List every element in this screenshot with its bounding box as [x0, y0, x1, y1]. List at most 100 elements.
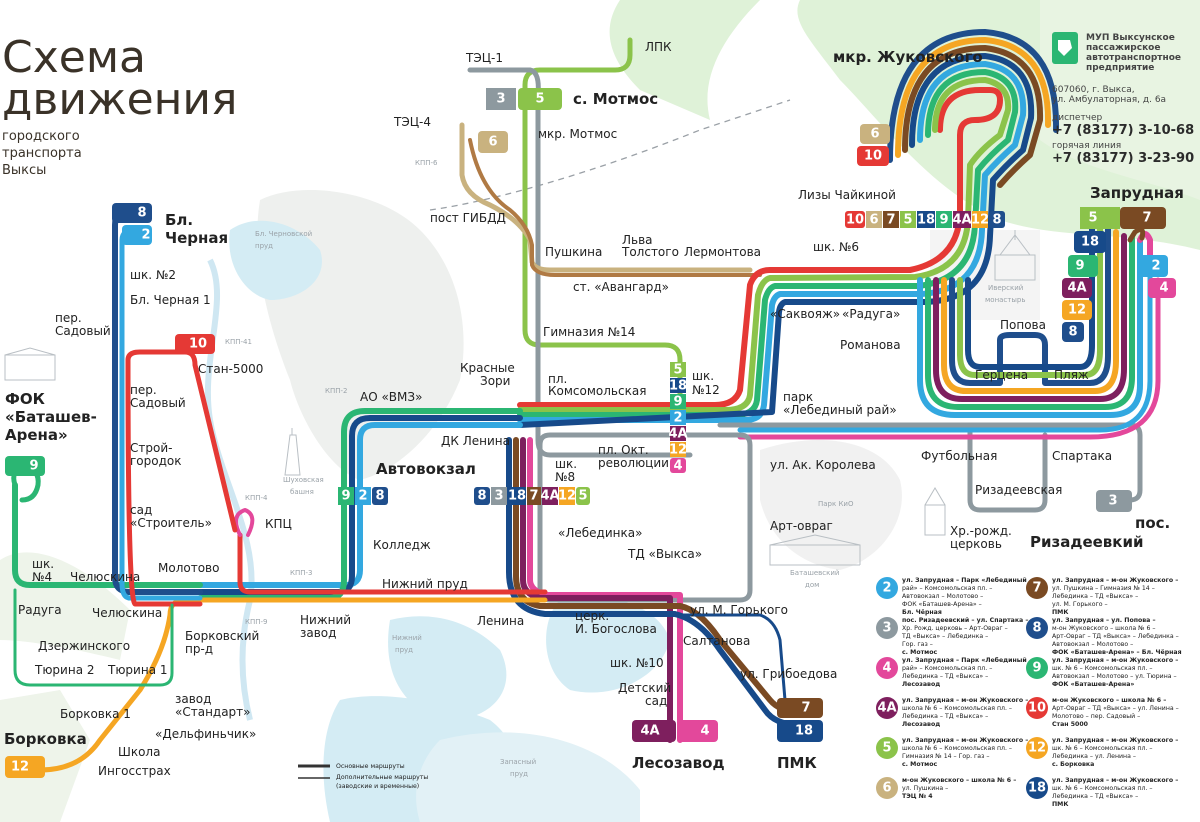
- stop-label[interactable]: сад: [645, 694, 667, 708]
- route-badge[interactable]: [972, 211, 988, 228]
- stop-label[interactable]: церковь: [950, 537, 1002, 551]
- stop-label[interactable]: парк: [783, 390, 813, 404]
- route-badge[interactable]: [917, 211, 935, 228]
- stop-label[interactable]: Лесозавод: [632, 754, 725, 772]
- route-badge[interactable]: [670, 426, 686, 441]
- stop-label[interactable]: №4: [32, 570, 52, 584]
- route-badge[interactable]: [1148, 278, 1176, 298]
- stop-label[interactable]: Арена»: [5, 426, 68, 444]
- stop-label[interactable]: Ленина: [477, 614, 524, 628]
- route-badge[interactable]: [670, 458, 686, 473]
- route-badge[interactable]: [1062, 300, 1092, 320]
- stop-label[interactable]: «Строитель»: [130, 516, 212, 530]
- route-badge[interactable]: [989, 211, 1005, 228]
- route-badge[interactable]: [670, 362, 686, 377]
- stop-label[interactable]: «Лебединка»: [558, 526, 642, 540]
- stop-label[interactable]: пл. Окт.: [598, 443, 649, 457]
- stop-label[interactable]: Ризадеевкий: [1030, 533, 1144, 551]
- stop-label[interactable]: Молотово: [158, 561, 219, 575]
- stop-label[interactable]: «Лебединый рай»: [783, 403, 897, 417]
- route-badge[interactable]: [508, 487, 526, 505]
- stop-label[interactable]: «Стандарт»: [175, 705, 251, 719]
- stop-label[interactable]: Тюрина 1: [107, 663, 168, 677]
- stop-label[interactable]: АО «ВМЗ»: [360, 390, 422, 404]
- stop-label[interactable]: Хр.-рожд.: [950, 524, 1012, 538]
- route-badge[interactable]: [866, 211, 882, 228]
- stop-label[interactable]: Челюскина: [92, 606, 162, 620]
- route-badge[interactable]: [1080, 207, 1120, 229]
- stop-label[interactable]: Лизы Чайкиной: [798, 188, 896, 202]
- route-badge[interactable]: [670, 394, 686, 409]
- route-badge[interactable]: [936, 211, 952, 228]
- stop-label[interactable]: завод: [300, 626, 336, 640]
- route-badge[interactable]: [777, 698, 823, 718]
- route-badge[interactable]: [1068, 255, 1098, 277]
- stop-label[interactable]: Нижний: [300, 613, 351, 627]
- stop-label[interactable]: Радуга: [18, 603, 62, 617]
- stop-label[interactable]: Челюскина: [70, 570, 140, 584]
- route-badge[interactable]: [372, 487, 388, 505]
- route-badge[interactable]: [474, 487, 490, 505]
- stop-label[interactable]: Арт-овраг: [770, 519, 833, 533]
- stop-label[interactable]: пл.: [548, 372, 567, 386]
- stop-label[interactable]: пр-д: [185, 642, 213, 656]
- stop-label[interactable]: Толстого: [621, 245, 679, 259]
- stop-label[interactable]: Садовый: [55, 324, 111, 338]
- stop-label[interactable]: Футбольная: [921, 449, 997, 463]
- stop-label[interactable]: «Радуга»: [842, 307, 900, 321]
- stop-label[interactable]: шк. №2: [130, 268, 176, 282]
- stop-label[interactable]: Нижний пруд: [382, 577, 468, 591]
- route-badge[interactable]: [1074, 231, 1106, 253]
- stop-label[interactable]: шк.: [692, 369, 714, 383]
- stop-label[interactable]: Борковский: [185, 629, 259, 643]
- stop-label[interactable]: шк. №10: [610, 656, 664, 670]
- route-badge[interactable]: [1062, 278, 1092, 298]
- stop-label[interactable]: Льва: [622, 233, 653, 247]
- stop-label[interactable]: шк.: [555, 457, 577, 471]
- stop-label[interactable]: Бл. Черная 1: [130, 293, 211, 307]
- stop-label[interactable]: мкр. Жуковского: [833, 48, 983, 66]
- stop-label[interactable]: «Баташев-: [5, 408, 97, 426]
- stop-label[interactable]: Спартака: [1052, 449, 1112, 463]
- stop-label[interactable]: Гимназия №14: [543, 325, 635, 339]
- stop-label[interactable]: ДК Ленина: [441, 434, 510, 448]
- stop-label[interactable]: Пушкина: [545, 245, 602, 259]
- stop-label[interactable]: ул. М. Горького: [690, 603, 788, 617]
- stop-label[interactable]: ТЭЦ-1: [465, 51, 503, 65]
- route-badge[interactable]: [860, 124, 890, 144]
- route-badge[interactable]: [670, 378, 686, 393]
- route-badge[interactable]: [777, 720, 823, 742]
- stop-label[interactable]: Бл.: [165, 211, 193, 229]
- stop-label[interactable]: Ризадеевская: [975, 483, 1062, 497]
- stop-label[interactable]: Романова: [840, 338, 901, 352]
- stop-label[interactable]: ТЭЦ-4: [393, 115, 431, 129]
- stop-label[interactable]: революции: [598, 456, 669, 470]
- stop-label[interactable]: ПМК: [777, 754, 817, 772]
- route-badge[interactable]: [486, 88, 516, 110]
- route-badge[interactable]: [122, 225, 152, 245]
- stop-label[interactable]: И. Богослова: [575, 622, 657, 636]
- stop-label[interactable]: пост ГИБДД: [430, 211, 506, 225]
- stop-label[interactable]: Лермонтова: [684, 245, 761, 259]
- stop-label[interactable]: ул. Ак. Королева: [770, 458, 876, 472]
- route-badge[interactable]: [1062, 322, 1084, 342]
- route-badge[interactable]: [1120, 207, 1166, 229]
- route-badge[interactable]: [953, 211, 971, 228]
- route-badge[interactable]: [678, 720, 718, 742]
- route-badge[interactable]: [542, 487, 558, 505]
- stop-label[interactable]: городок: [130, 454, 182, 468]
- stop-label[interactable]: Борковка 1: [60, 707, 131, 721]
- route-badge[interactable]: [5, 756, 45, 778]
- route-badge[interactable]: [559, 487, 575, 505]
